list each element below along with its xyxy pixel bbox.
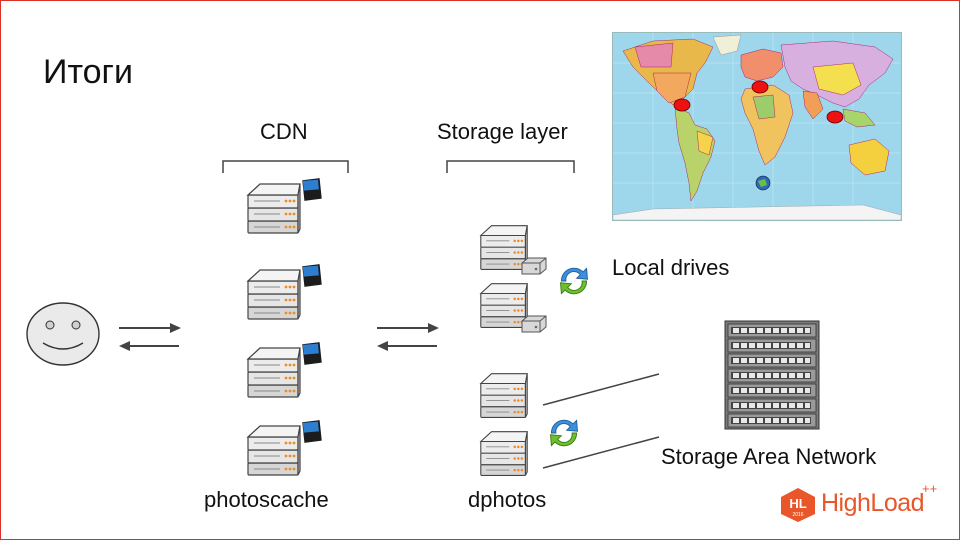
- cdn-server-icon: [245, 423, 303, 479]
- storage-bracket: [446, 160, 575, 173]
- hl-badge-icon: HL 2016: [781, 488, 815, 522]
- highload-wordmark: HighLoad: [821, 489, 925, 518]
- svg-text:2016: 2016: [792, 512, 803, 518]
- ssd-icon: [300, 177, 324, 203]
- san-connection-lines: [542, 373, 660, 469]
- local-drives-label: Local drives: [612, 255, 730, 280]
- cdn-server-icon: [245, 267, 303, 323]
- dphotos-label: dphotos: [468, 487, 547, 512]
- highload-word-b: Load: [870, 489, 925, 517]
- svg-text:HL: HL: [789, 496, 806, 511]
- world-map: [612, 32, 902, 221]
- san-rack-icon: [724, 320, 820, 430]
- cdn-bracket: [222, 160, 349, 173]
- cdn-label: CDN: [260, 119, 308, 144]
- sync-icon: [556, 263, 592, 299]
- map-marker-europe: [751, 80, 769, 94]
- highload-logo: HL 2016 HighLoad ++: [779, 481, 939, 523]
- map-marker-asia: [826, 110, 844, 124]
- ssd-icon: [300, 341, 324, 367]
- dphotos-server-icon: [475, 429, 533, 479]
- slide-title: Итоги: [43, 53, 133, 91]
- user-cdn-arrows-icon: [119, 323, 181, 351]
- highload-word-a: High: [821, 489, 871, 517]
- ssd-icon: [300, 263, 324, 289]
- user-smiley-icon: [26, 302, 100, 366]
- cdn-storage-arrows-icon: [377, 323, 439, 351]
- photoscache-label: photoscache: [204, 487, 329, 512]
- map-marker-us: [673, 98, 691, 112]
- ssd-icon: [300, 419, 324, 445]
- storage-layer-label: Storage layer: [437, 119, 568, 144]
- cdn-server-icon: [245, 345, 303, 401]
- cdn-server-icon: [245, 181, 303, 237]
- highload-plus: ++: [922, 481, 938, 496]
- san-label: Storage Area Network: [661, 444, 877, 469]
- local-drive-icon: [520, 315, 548, 333]
- local-drive-icon: [520, 257, 548, 275]
- dphotos-server-icon: [475, 371, 533, 421]
